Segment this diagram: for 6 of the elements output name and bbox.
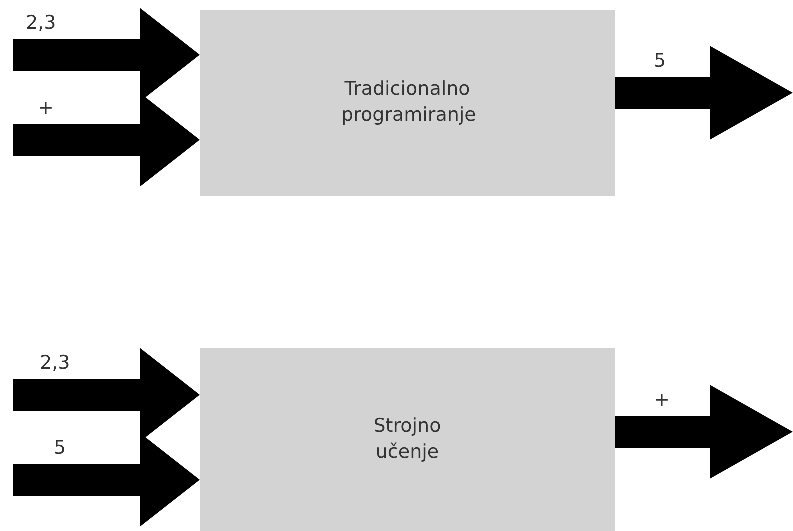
arrow (615, 46, 793, 140)
process-box (200, 348, 615, 531)
box-label: Tradicionalno programiranje (342, 77, 474, 128)
box-label: Strojno učenje (372, 414, 442, 464)
process-box (200, 10, 615, 196)
arrow (615, 385, 793, 479)
